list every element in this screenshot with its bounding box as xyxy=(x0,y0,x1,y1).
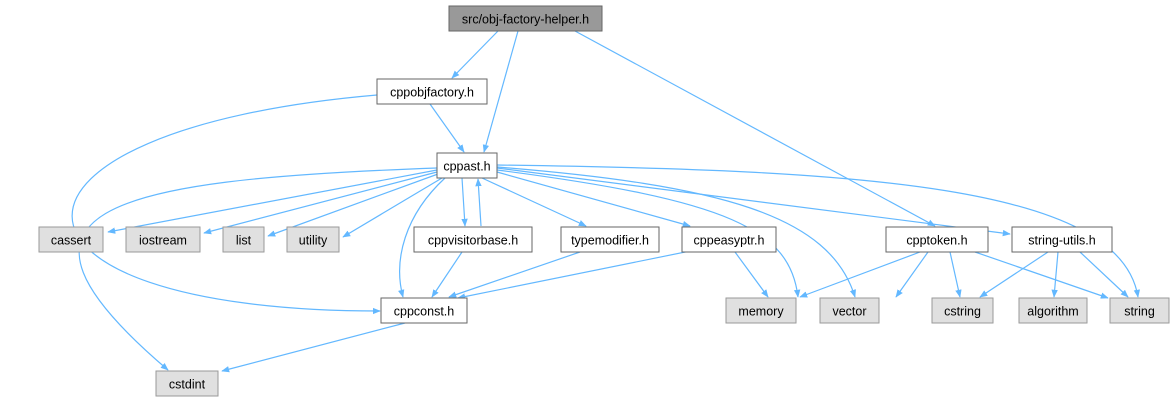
edge-typemodifier-to-cppconst xyxy=(448,251,581,298)
node-box-cppast xyxy=(436,152,498,179)
node-box-cppconst xyxy=(380,297,468,324)
node-cppconst[interactable]: cppconst.h xyxy=(380,297,468,324)
node-cpptoken[interactable]: cpptoken.h xyxy=(885,226,989,253)
node-cassert: cassert xyxy=(38,226,104,253)
edge-root-to-cppobjfactory xyxy=(451,30,499,79)
node-cppvisitorbase[interactable]: cppvisitorbase.h xyxy=(413,226,533,253)
node-label-cppconst: cppconst.h xyxy=(394,305,455,319)
node-box-algorithm xyxy=(1018,297,1088,324)
node-iostream: iostream xyxy=(125,226,201,253)
edge-cppast-to-utility xyxy=(342,177,443,238)
edge-cppast-to-typemodifier xyxy=(481,177,587,227)
edge-cppast-to-string xyxy=(496,164,1140,298)
node-label-cstring: cstring xyxy=(944,305,981,319)
node-box-iostream xyxy=(125,226,201,253)
node-box-cppobjfactory xyxy=(376,78,488,105)
node-box-root xyxy=(448,5,603,32)
edge-cppeasyptr-to-memory xyxy=(734,251,769,298)
node-label-cstdint: cstdint xyxy=(169,378,206,392)
node-memory: memory xyxy=(725,297,797,324)
node-label-cppobjfactory: cppobjfactory.h xyxy=(390,86,474,100)
edge-stringutils-to-string xyxy=(1079,251,1129,298)
edge-cppast-to-cppconst xyxy=(398,177,446,298)
edge-stringutils-to-algorithm xyxy=(1051,251,1059,298)
edge-cppvisitorbase-to-cppast xyxy=(475,178,482,227)
edge-stringutils-to-cstring xyxy=(979,251,1049,298)
edge-cppconst-to-cstdint xyxy=(221,322,406,373)
node-label-list: list xyxy=(236,234,252,248)
node-box-cassert xyxy=(38,226,104,253)
node-label-string: string xyxy=(1124,305,1155,319)
edge-cppast-to-list xyxy=(267,173,439,237)
edge-cppast-to-stringutils xyxy=(496,167,1011,237)
node-label-typemodifier: typemodifier.h xyxy=(571,234,649,248)
node-label-utility: utility xyxy=(299,234,328,248)
node-box-utility xyxy=(286,226,340,253)
node-stringutils[interactable]: string-utils.h xyxy=(1011,226,1113,253)
node-label-memory: memory xyxy=(738,305,784,319)
node-list: list xyxy=(222,226,265,253)
node-box-list xyxy=(222,226,265,253)
edge-cppast-to-cassert xyxy=(107,169,438,234)
edge-cppast-to-memory xyxy=(496,169,801,298)
edges-layer xyxy=(71,30,1140,373)
node-label-cppvisitorbase: cppvisitorbase.h xyxy=(428,234,518,248)
node-cppeasyptr[interactable]: cppeasyptr.h xyxy=(681,226,777,253)
edge-cppobjfactory-to-cppconst xyxy=(71,94,381,315)
edge-cpptoken-to-cstring xyxy=(949,251,962,298)
node-label-cassert: cassert xyxy=(51,234,92,248)
node-algorithm: algorithm xyxy=(1018,297,1088,324)
node-box-vector xyxy=(819,297,880,324)
edge-cppobjfactory-to-cppast xyxy=(429,103,465,153)
node-box-cstdint xyxy=(155,370,219,397)
edge-root-to-cppast xyxy=(482,30,519,153)
node-cppobjfactory[interactable]: cppobjfactory.h xyxy=(376,78,488,105)
node-cstdint: cstdint xyxy=(155,370,219,397)
edge-cppvisitorbase-to-cppconst xyxy=(431,251,463,298)
node-label-root: src/obj-factory-helper.h xyxy=(462,13,589,27)
node-string: string xyxy=(1109,297,1170,324)
edge-cppeasyptr-to-cppconst xyxy=(457,246,711,300)
node-box-cstring xyxy=(931,297,994,324)
node-cstring: cstring xyxy=(931,297,994,324)
node-box-cppvisitorbase xyxy=(413,226,533,253)
edge-cpptoken-to-string xyxy=(974,251,1109,299)
node-box-typemodifier xyxy=(560,226,660,253)
node-label-algorithm: algorithm xyxy=(1027,305,1078,319)
node-label-cppast: cppast.h xyxy=(443,160,490,174)
node-typemodifier[interactable]: typemodifier.h xyxy=(560,226,660,253)
nodes-layer: src/obj-factory-helper.h cppobjfactory.h c… xyxy=(38,5,1170,397)
node-box-memory xyxy=(725,297,797,324)
edge-cppast-to-cppeasyptr xyxy=(496,171,691,228)
edge-root-to-cpptoken xyxy=(574,30,936,227)
edge-cppast-to-vector xyxy=(496,166,856,298)
edge-cppast-to-cstdint xyxy=(78,167,438,371)
edge-cppast-to-cppvisitorbase xyxy=(461,177,468,227)
node-root[interactable]: src/obj-factory-helper.h xyxy=(448,5,603,32)
edge-cppast-to-iostream xyxy=(203,171,438,235)
node-vector: vector xyxy=(819,297,880,324)
node-box-cppeasyptr xyxy=(681,226,777,253)
node-box-string xyxy=(1109,297,1170,324)
node-box-cpptoken xyxy=(885,226,989,253)
node-label-iostream: iostream xyxy=(139,234,187,248)
edge-cpptoken-to-memory xyxy=(799,251,921,298)
node-label-vector: vector xyxy=(832,305,866,319)
node-label-cppeasyptr: cppeasyptr.h xyxy=(694,234,765,248)
node-label-stringutils: string-utils.h xyxy=(1028,234,1095,248)
node-utility: utility xyxy=(286,226,340,253)
node-box-stringutils xyxy=(1011,226,1113,253)
node-cppast[interactable]: cppast.h xyxy=(436,152,498,179)
node-label-cpptoken: cpptoken.h xyxy=(906,234,967,248)
edge-cpptoken-to-vector xyxy=(895,251,929,298)
